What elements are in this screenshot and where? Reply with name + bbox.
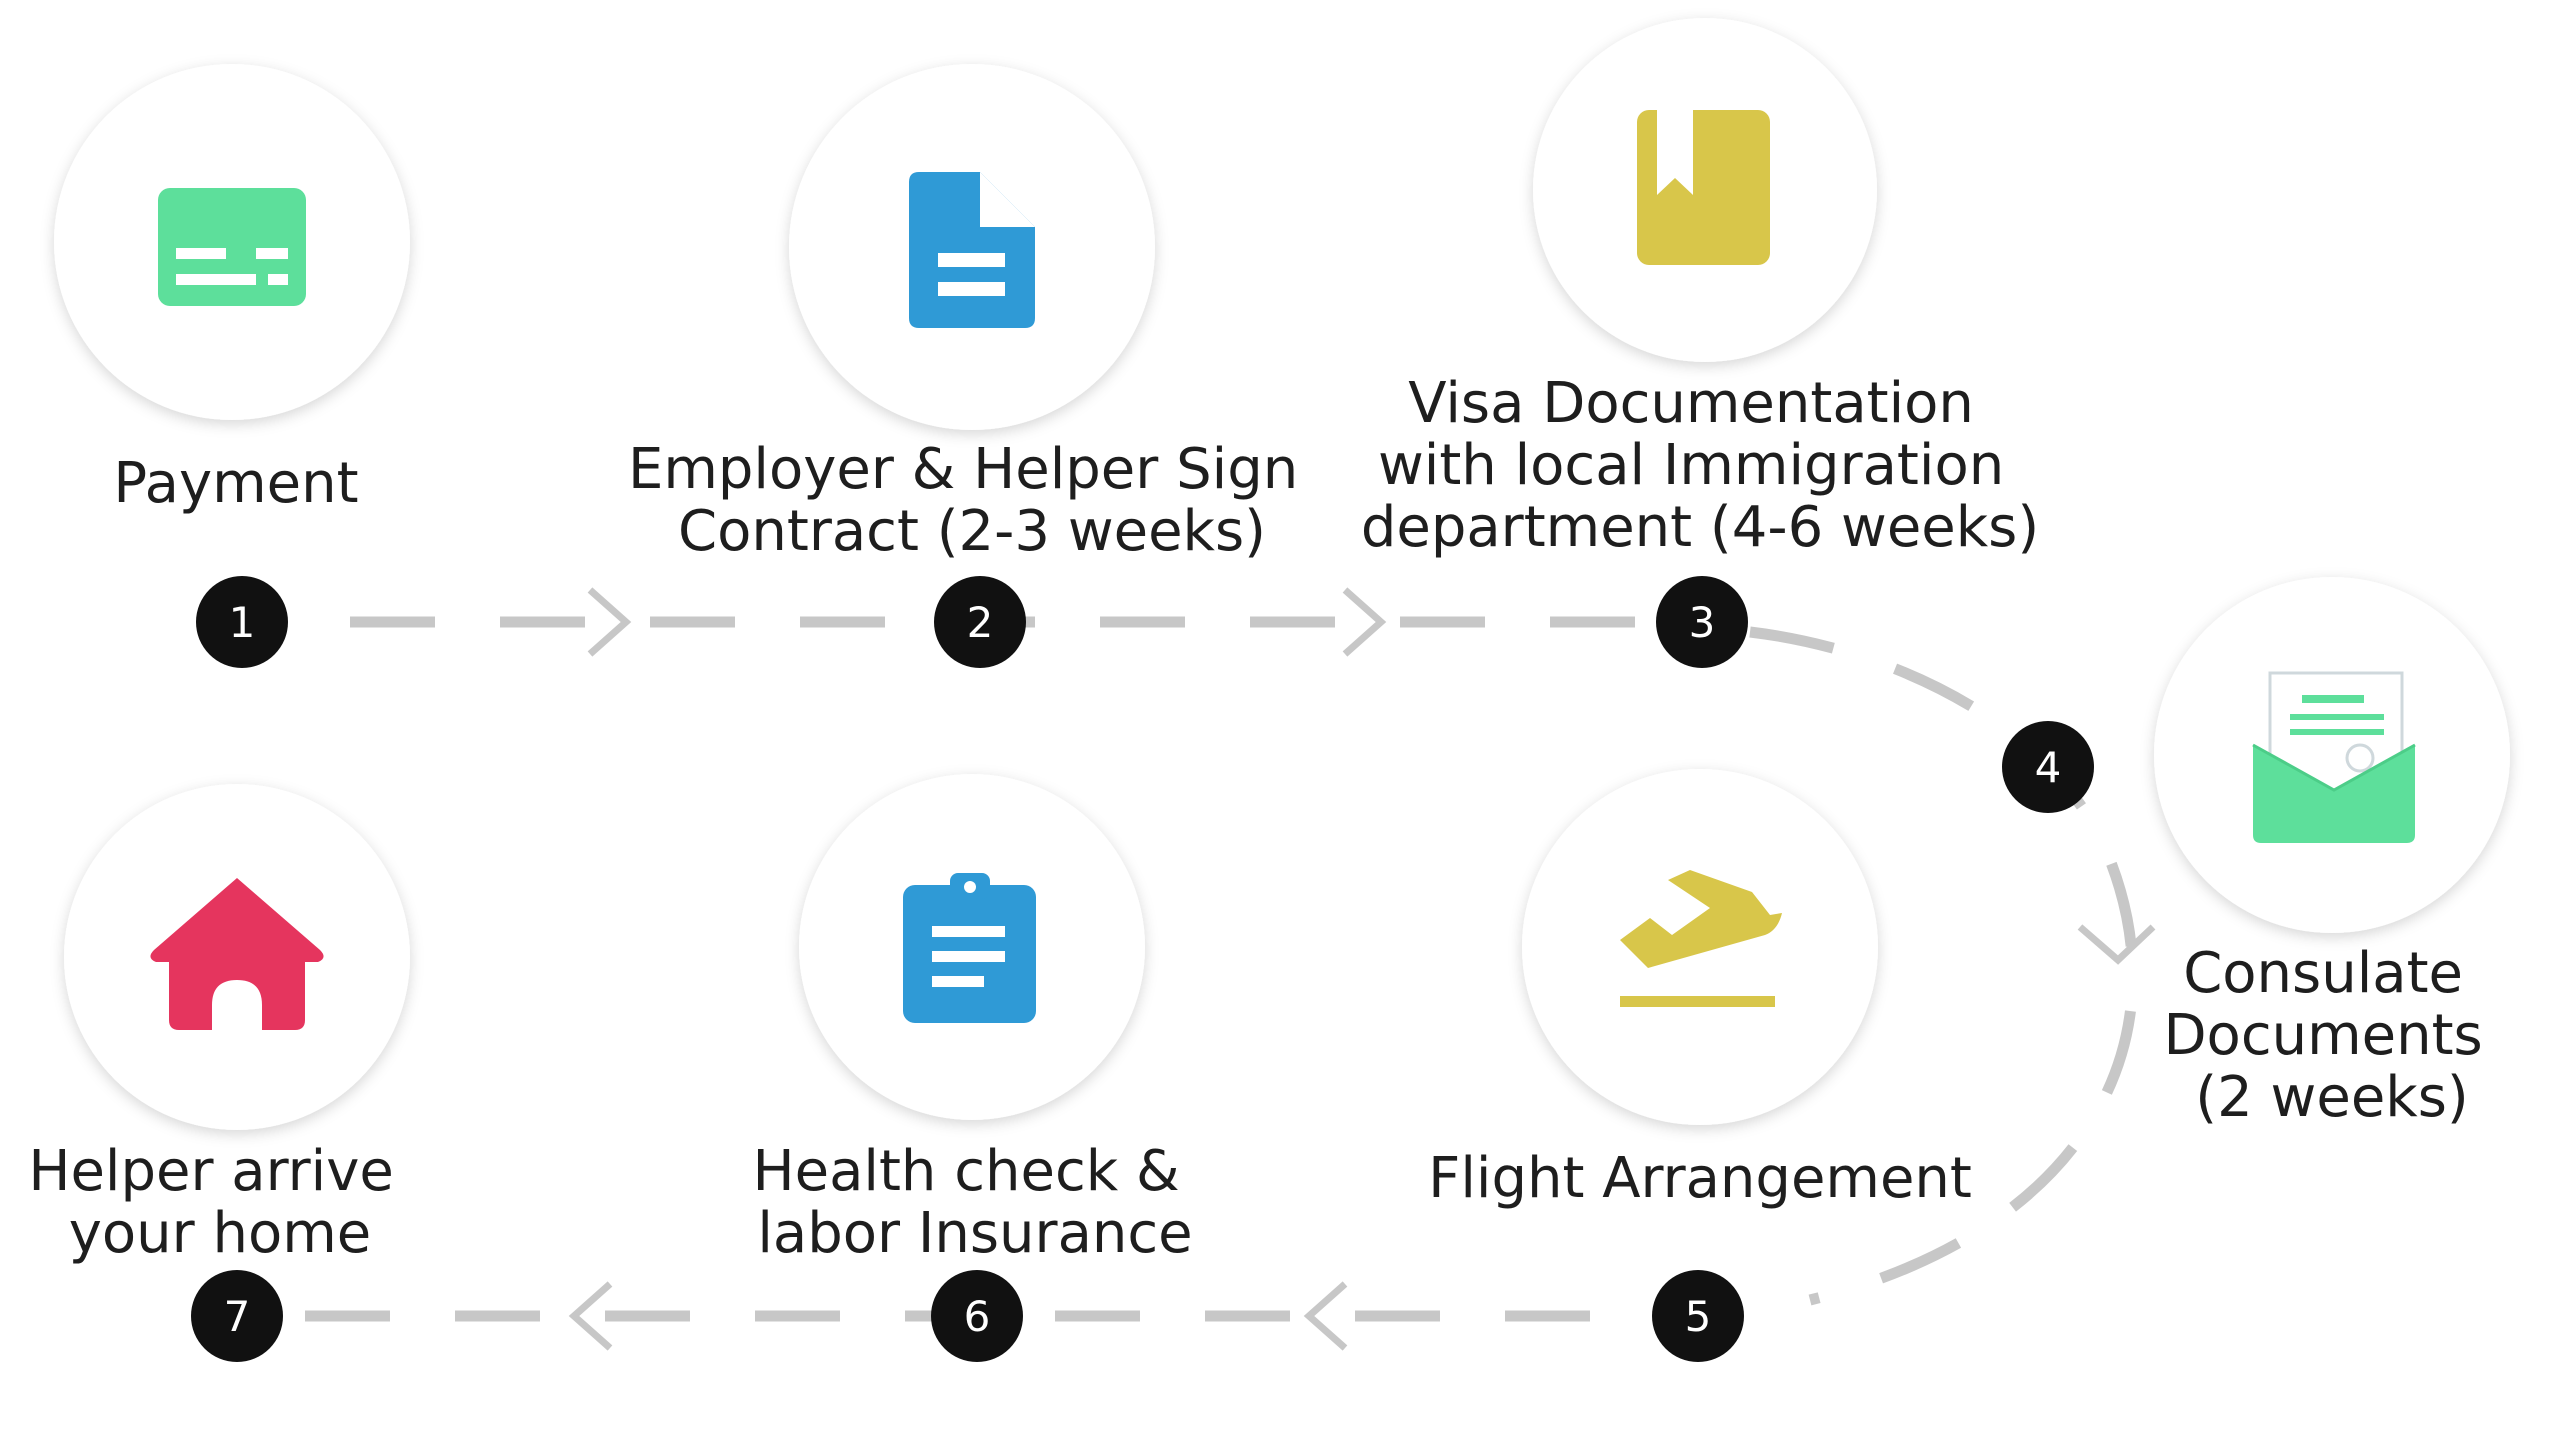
step-label: Flight Arrangement — [1428, 1146, 1972, 1211]
label-line: Documents — [2163, 1003, 2482, 1068]
flow-arrows — [568, 587, 2156, 1351]
label-line: labor Insurance — [757, 1201, 1192, 1266]
label-line: Health check & — [753, 1139, 1180, 1204]
envelope-letter-icon — [2252, 671, 2416, 843]
step-number-badge — [1652, 1270, 1744, 1362]
step-number: 1 — [229, 598, 256, 647]
step-2: Employer & Helper Sign Contract (2-3 wee… — [628, 64, 1316, 668]
label-line: Visa Documentation — [1408, 371, 1974, 436]
step-number: 3 — [1689, 598, 1716, 647]
label-line: (2 weeks) — [2195, 1065, 2468, 1130]
payment-card-icon — [158, 188, 306, 306]
step-number-badge — [1656, 576, 1748, 668]
arrow-right-icon — [587, 587, 632, 657]
step-number: 6 — [964, 1292, 991, 1341]
step-number-badge — [931, 1270, 1023, 1362]
label-line: Flight Arrangement — [1428, 1146, 1972, 1211]
document-icon — [909, 172, 1035, 328]
step-3: Visa Documentation with local Immigratio… — [1361, 18, 2039, 668]
step-number-badge — [2002, 721, 2094, 813]
step-number: 5 — [1685, 1292, 1712, 1341]
step-number-badge — [191, 1270, 283, 1362]
step-number-badge — [196, 576, 288, 668]
arrow-right-icon — [1342, 587, 1387, 657]
step-label: Consulate Documents (2 weeks) — [2163, 941, 2500, 1130]
step-label: Employer & Helper Sign Contract (2-3 wee… — [628, 437, 1316, 564]
label-line: department (4-6 weeks) — [1361, 495, 2039, 560]
step-5: Flight Arrangement 5 — [1428, 769, 1972, 1362]
airplane-takeoff-icon — [1620, 870, 1782, 1007]
arrow-left-icon — [1303, 1281, 1348, 1351]
step-label: Payment — [113, 451, 358, 516]
arrow-left-icon — [568, 1281, 613, 1351]
step-label: Visa Documentation with local Immigratio… — [1361, 371, 2039, 560]
step-number-badge — [934, 576, 1026, 668]
step-number: 4 — [2035, 743, 2062, 792]
arrow-down-icon — [2077, 924, 2156, 965]
step-label: Health check & labor Insurance — [753, 1139, 1198, 1266]
label-line: Consulate — [2183, 941, 2463, 1006]
house-icon — [150, 878, 324, 1030]
step-number: 2 — [967, 598, 994, 647]
step-number: 7 — [224, 1292, 251, 1341]
step-6: Health check & labor Insurance 6 — [753, 774, 1198, 1362]
label-line: Payment — [113, 451, 358, 516]
label-line: Helper arrive — [28, 1139, 393, 1204]
label-line: your home — [69, 1201, 371, 1266]
label-line: with local Immigration — [1378, 433, 2004, 498]
step-4: Consulate Documents (2 weeks) 4 — [2002, 577, 2510, 1130]
label-line: Contract (2-3 weeks) — [678, 499, 1266, 564]
label-line: Employer & Helper Sign — [628, 437, 1298, 502]
bookmark-book-icon — [1637, 110, 1770, 265]
step-7: Helper arrive your home 7 — [28, 784, 411, 1362]
step-label: Helper arrive your home — [28, 1139, 411, 1266]
step-1: Payment 1 — [54, 64, 410, 668]
clipboard-icon — [903, 873, 1036, 1023]
